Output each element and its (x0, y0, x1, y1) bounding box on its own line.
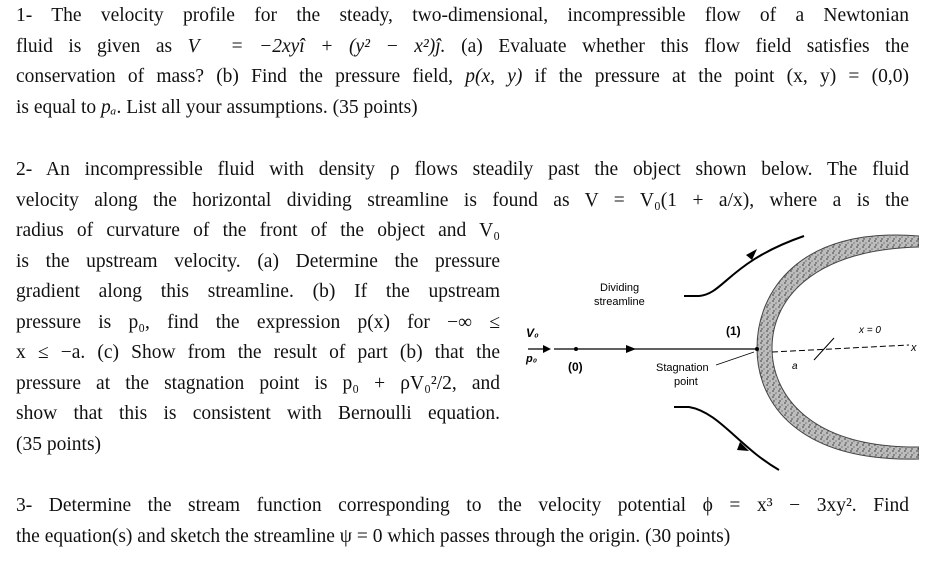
q2-line-1: 2- An incompressible fluid with density … (16, 159, 909, 180)
lower-streamline (674, 406, 780, 471)
point-1-marker (755, 347, 759, 351)
upper-flow-arrow (746, 249, 757, 260)
q1-velocity-equation: V⃗ = −2xyî + (y² − x²)ĵ. (187, 35, 446, 57)
q1-pressure-field-symbol: p(x, y) (465, 66, 523, 87)
q1-line-2-text-b: (a) Evaluate whether this flow field sat… (461, 35, 910, 57)
upstream-arrow-head (543, 345, 551, 353)
question-3: 3- Determine the stream function corresp… (16, 491, 909, 552)
q1-line-2: fluid is given as V⃗ = −2xyî + (y² − x²)… (16, 32, 909, 63)
upper-streamline (684, 235, 805, 297)
q1-line-3: conservation of mass? (b) Find the press… (16, 62, 909, 93)
lower-flow-arrow (737, 442, 749, 451)
radius-a-label: a (792, 361, 798, 372)
x-zero-label: x = 0 (858, 325, 881, 336)
streamline-label: streamline (594, 296, 645, 308)
q1-pa-symbol: pₐ (101, 96, 117, 118)
q2-line-10: (35 points) (16, 433, 102, 455)
x-axis-label: x (910, 342, 917, 354)
radius-line (813, 337, 835, 361)
q3-line-1: 3- Determine the stream function corresp… (16, 495, 909, 516)
q1-line-4: is equal to pₐ. List all your assumption… (16, 93, 909, 124)
question-2-top: 2- An incompressible fluid with density … (16, 155, 909, 216)
point-0-marker (574, 347, 578, 351)
question-1: 1- The velocity profile for the steady, … (16, 1, 909, 123)
q1-line-2-text: fluid is given as (16, 35, 173, 57)
q2-line-7: x ≤ −a. (c) Show from the result of part… (16, 342, 500, 363)
q2-line-6: pressure is p₀, find the expression p(x)… (16, 311, 500, 333)
q2-line-4: is the upstream velocity. (a) Determine … (16, 250, 500, 272)
q1-line-1: 1- The velocity profile for the steady, … (16, 5, 909, 26)
dividing-label: Dividing (600, 282, 639, 294)
flow-diagram: Dividing streamline V₀ p₀ (0) (1) Stagna… (525, 234, 919, 471)
v0-label: V₀ (526, 326, 539, 340)
q3-line-2: the equation(s) and sketch the streamlin… (16, 525, 731, 547)
x-axis (771, 344, 910, 353)
point-0-label: (0) (568, 360, 583, 374)
object-surface (756, 234, 919, 460)
q2-line-3: radius of curvature of the front of the … (16, 220, 500, 241)
question-2-body: radius of curvature of the front of the … (16, 216, 500, 460)
q1-line-3-text-b: if the pressure at the point (x, y) = (0… (534, 66, 910, 87)
p0-label: p₀ (525, 353, 537, 365)
q1-line-4-text-b: . List all your assumptions. (35 points) (116, 96, 418, 118)
stagnation-label: Stagnation (656, 362, 709, 374)
q2-line-2: velocity along the horizontal dividing s… (16, 189, 909, 211)
point-1-label: (1) (726, 324, 741, 338)
stagnation-leader (715, 351, 755, 366)
q1-line-4-text: is equal to (16, 96, 97, 118)
q1-line-3-text: conservation of mass? (b) Find the press… (16, 66, 453, 87)
dividing-streamline-arrow (626, 345, 636, 353)
point-label: point (674, 376, 698, 388)
q2-line-8: pressure at the stagnation point is p₀ +… (16, 372, 500, 394)
q2-line-5: gradient along this streamline. (b) If t… (16, 281, 500, 302)
q2-line-9: show that this is consistent with Bernou… (16, 403, 500, 424)
